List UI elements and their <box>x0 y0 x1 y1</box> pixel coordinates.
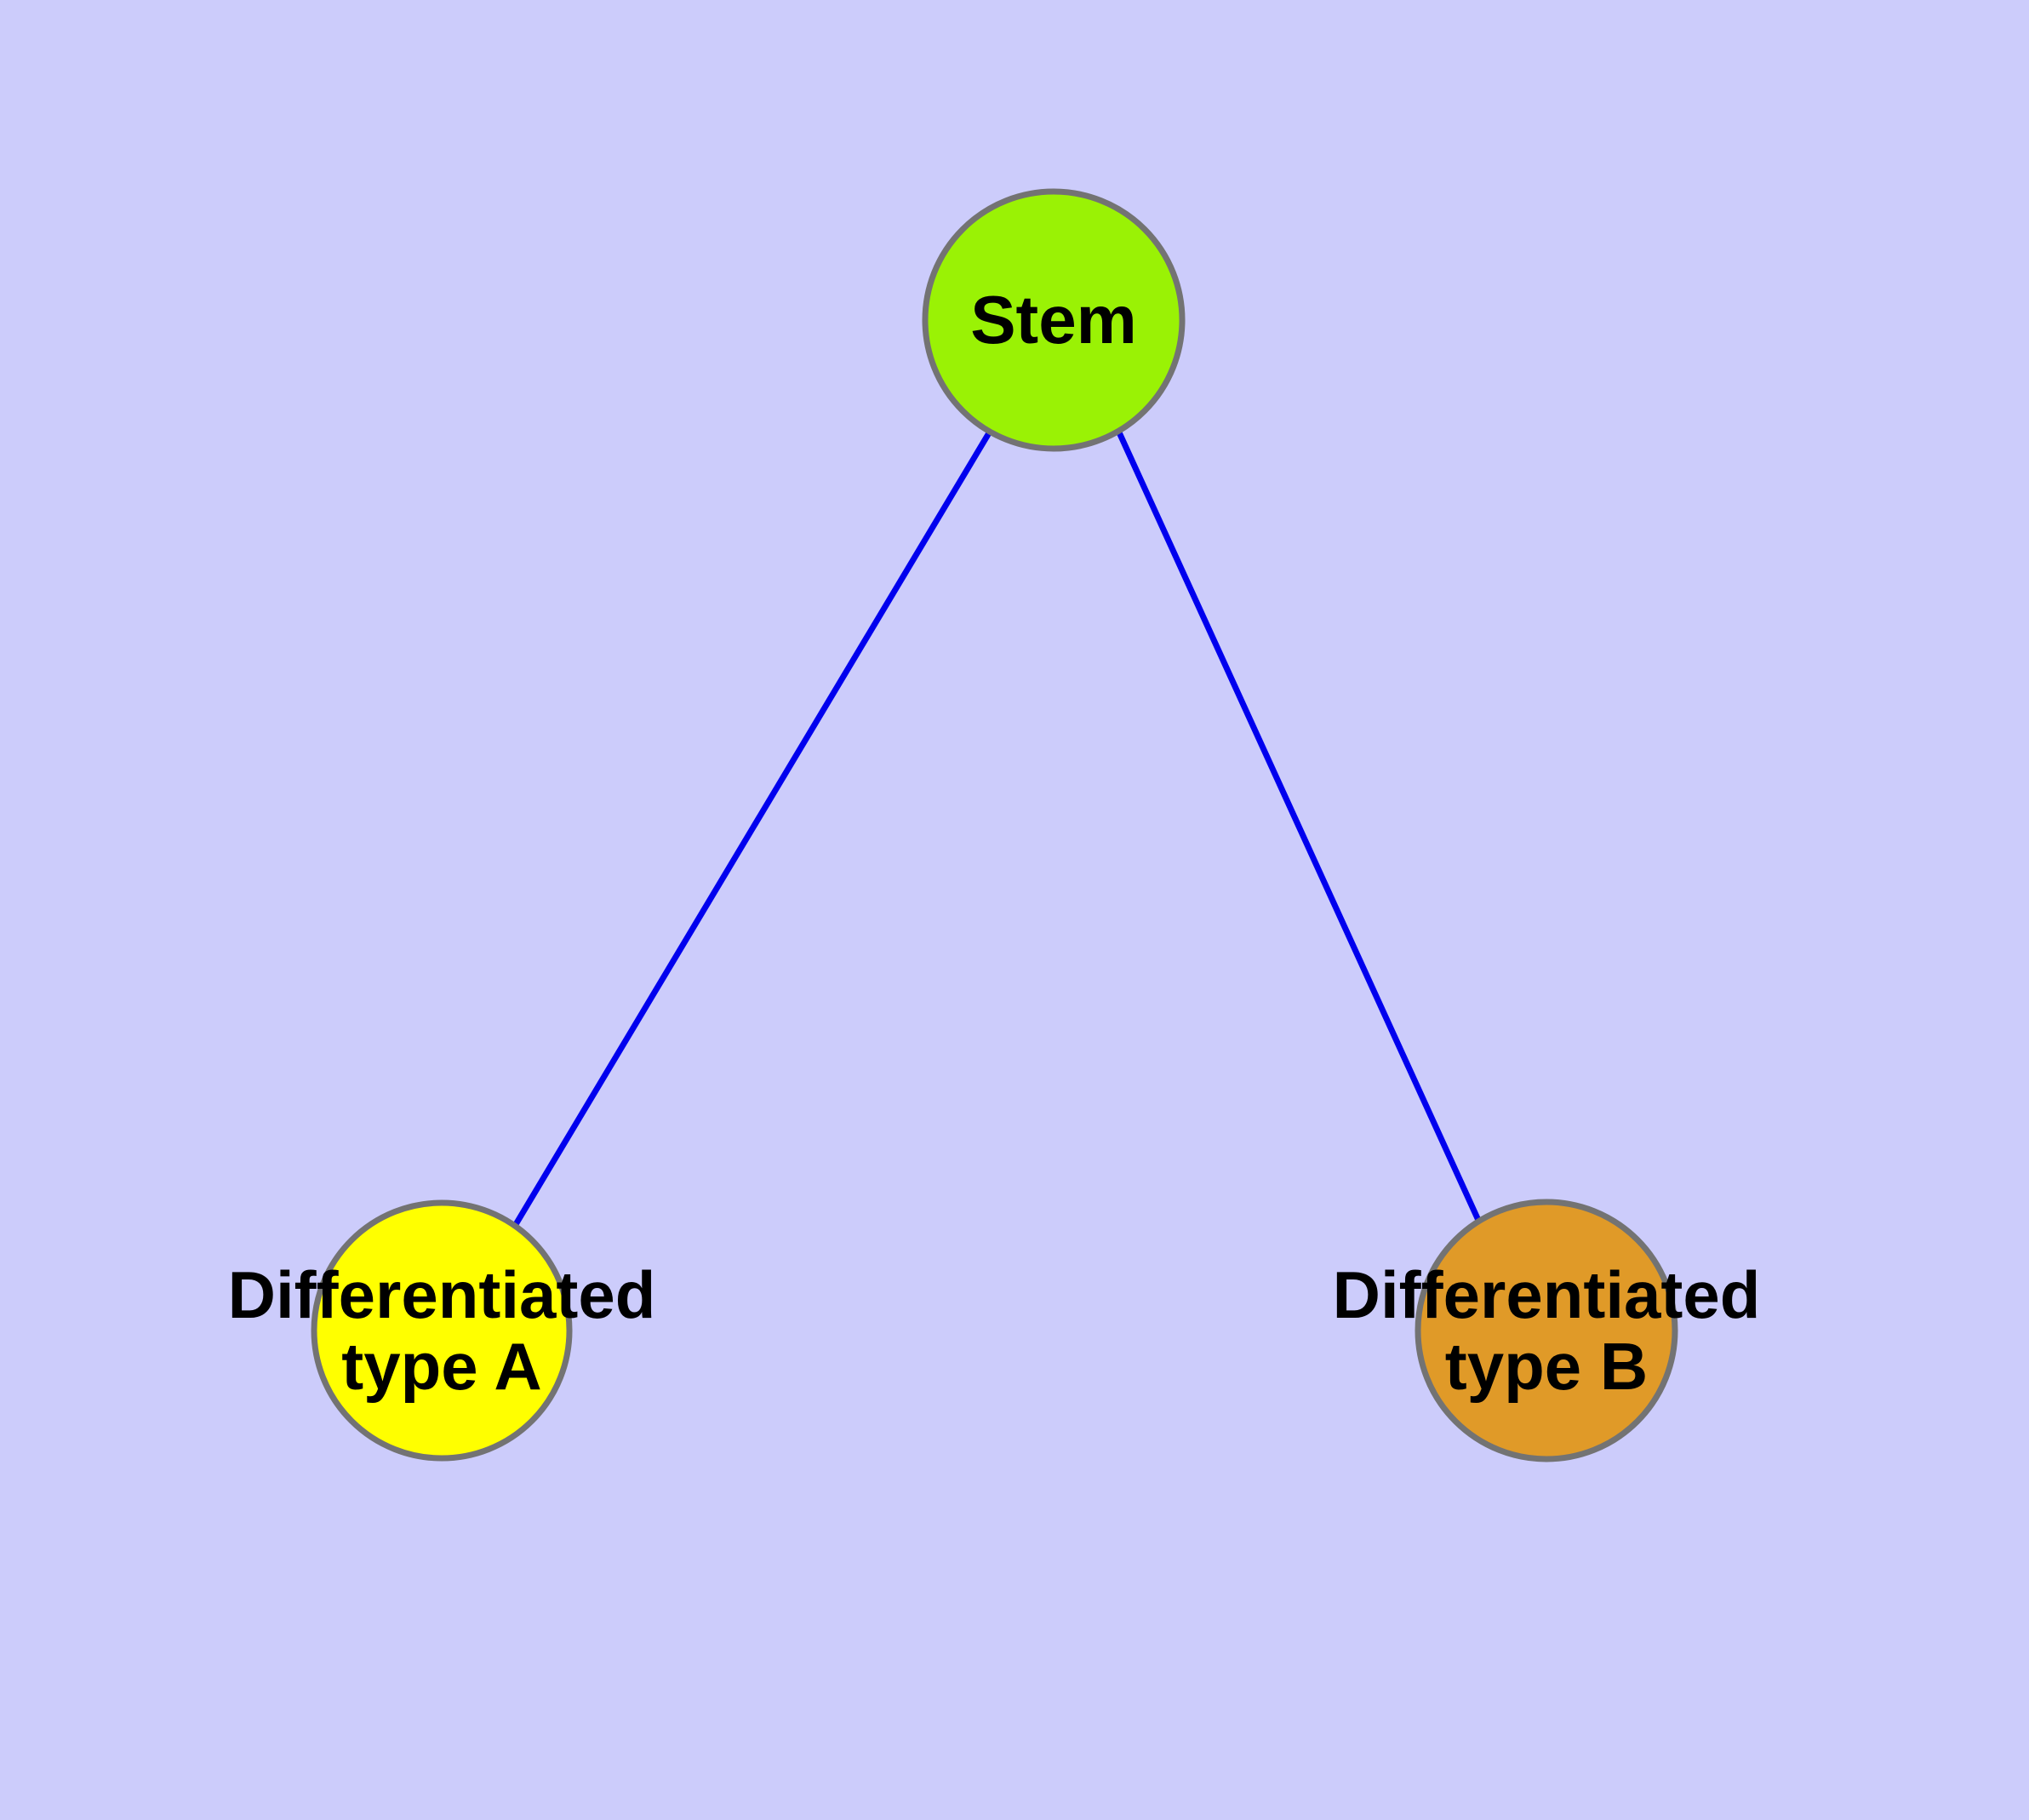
graph-edge-stem-to-diff-a <box>512 430 993 1228</box>
edges-layer <box>512 430 1484 1228</box>
graph-edge-stem-to-diff-b <box>1116 431 1484 1228</box>
nodes-layer <box>311 188 1678 1462</box>
graph-node-diff-b[interactable] <box>1415 1199 1678 1462</box>
graph-node-diff-a[interactable] <box>311 1199 573 1462</box>
graph-node-stem[interactable] <box>922 188 1186 452</box>
